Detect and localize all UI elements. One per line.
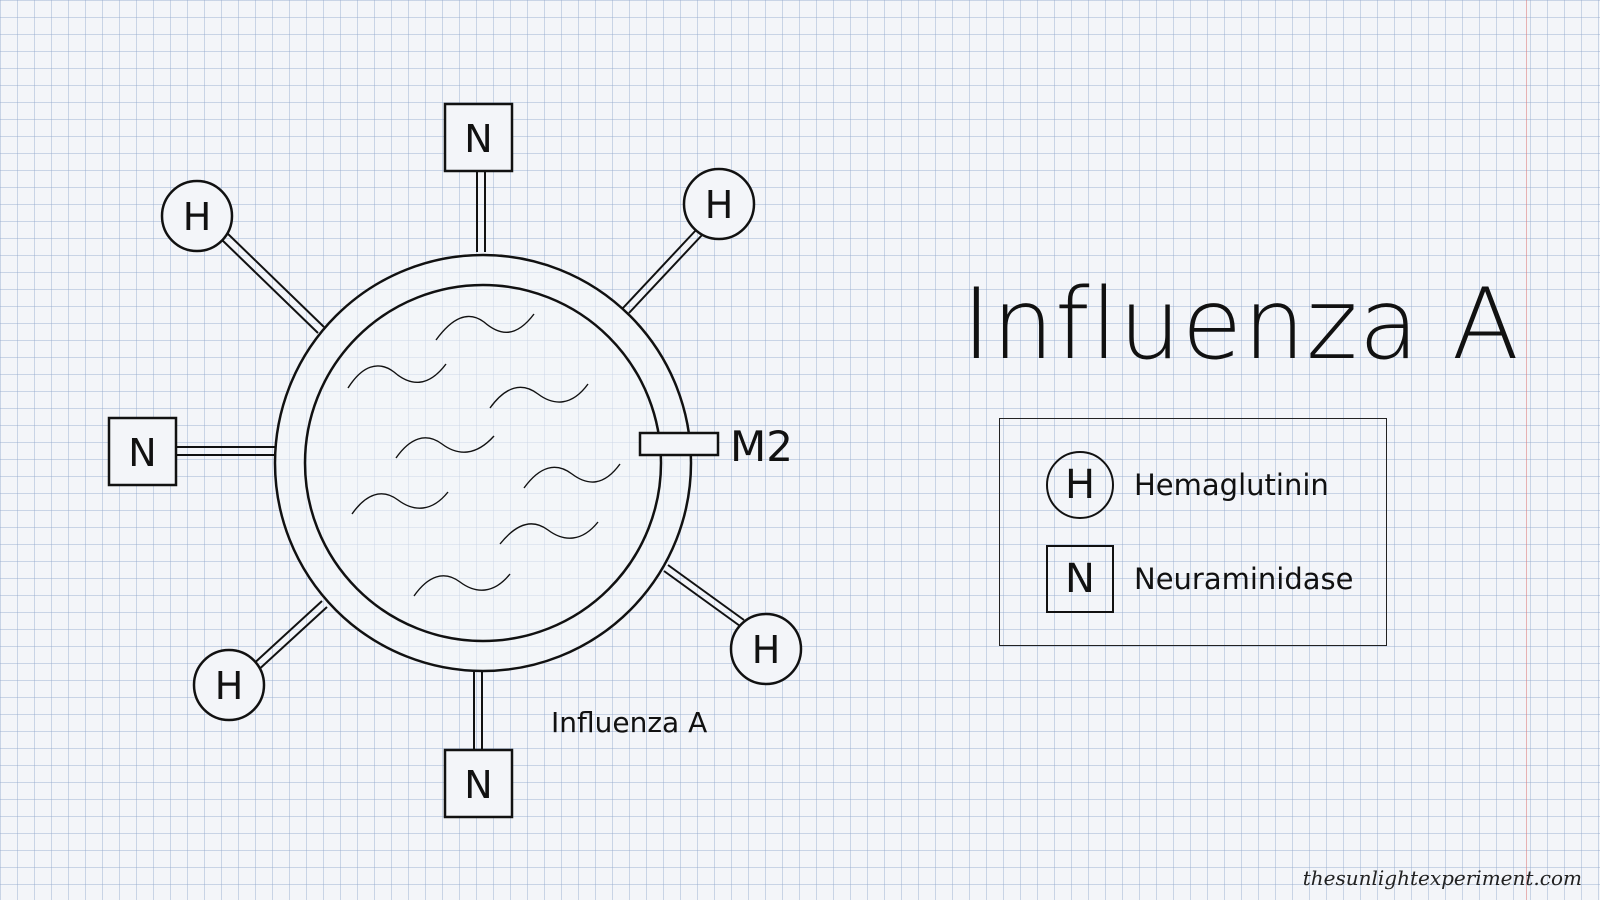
- hemagglutinin-legend-icon: H: [1046, 451, 1114, 519]
- h-protein-bottom-left: H: [192, 648, 266, 722]
- h-letter: H: [705, 183, 734, 227]
- legend-item-neuraminidase: N Neuraminidase: [1046, 545, 1353, 613]
- hemagglutinin-circle: [160, 179, 234, 253]
- neuraminidase-legend-icon: N: [1046, 545, 1114, 613]
- hemagglutinin-circle: [192, 648, 266, 722]
- rna-segments: [347, 313, 621, 597]
- viral-envelope-inner: [303, 283, 663, 643]
- h-protein-top-left: H: [160, 179, 234, 253]
- hemagglutinin-circle: [682, 167, 756, 241]
- viral-envelope-outer: [273, 253, 693, 673]
- diagram-caption: Influenza A: [551, 706, 707, 739]
- watermark: thesunlightexperiment.com: [1302, 866, 1582, 890]
- legend-item-hemagglutinin: H Hemaglutinin: [1046, 451, 1329, 519]
- h-letter: H: [215, 664, 244, 708]
- page-title: Influenza A: [962, 268, 1520, 382]
- spikes: [176, 172, 745, 750]
- m2-channel: [638, 431, 720, 457]
- m2-label: M2: [730, 422, 793, 471]
- n-letter: N: [128, 431, 156, 475]
- n-letter: N: [464, 117, 492, 161]
- h-letter: H: [183, 195, 212, 239]
- hemagglutinin-legend-label: Hemaglutinin: [1134, 468, 1329, 502]
- hemagglutinin-circle: [729, 612, 803, 686]
- neuraminidase-box: [107, 416, 178, 487]
- neuraminidase-legend-label: Neuraminidase: [1134, 562, 1354, 596]
- n-protein-left: N: [107, 416, 178, 487]
- notebook-margin-line: [1526, 0, 1527, 900]
- h-letter: H: [752, 628, 781, 672]
- n-protein-top: N: [443, 102, 514, 173]
- h-protein-bottom-right: H: [729, 612, 803, 686]
- neuraminidase-box: [443, 102, 514, 173]
- legend-box: H Hemaglutinin N Neuraminidase: [999, 418, 1387, 646]
- n-protein-bottom: N: [443, 748, 514, 819]
- n-letter: N: [464, 763, 492, 807]
- neuraminidase-box: [443, 748, 514, 819]
- h-protein-top-right: H: [682, 167, 756, 241]
